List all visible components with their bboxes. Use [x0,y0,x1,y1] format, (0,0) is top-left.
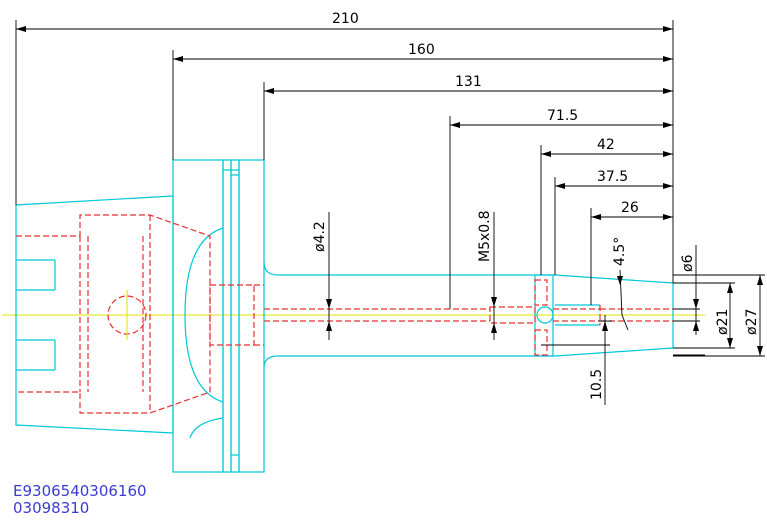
dim-131: 131 [455,74,482,90]
dim-160: 160 [408,42,435,58]
part-outline [15,159,674,473]
dim-210: 210 [332,11,359,27]
dim-37-5: 37.5 [597,169,628,185]
arrowheads [16,26,763,356]
dim-dia-21: ø21 [715,309,731,335]
dimension-lines [15,20,765,405]
dim-26: 26 [621,200,639,216]
dim-dia-27: ø27 [744,309,760,335]
part-code-line2: 03098310 [13,499,90,517]
dim-bore-dia: ø4.2 [312,221,328,252]
part-code-line1: E9306540306160 [13,482,147,500]
dim-42: 42 [597,137,615,153]
dim-thread: M5x0.8 [477,210,493,262]
dim-10-5: 10.5 [589,369,605,400]
dim-dia-6: ø6 [680,254,696,272]
dim-71-5: 71.5 [547,108,578,124]
part-code-block: E9306540306160 03098310 [13,483,147,517]
dim-angle: 4.5° [612,237,628,266]
hidden-lines [16,214,673,414]
